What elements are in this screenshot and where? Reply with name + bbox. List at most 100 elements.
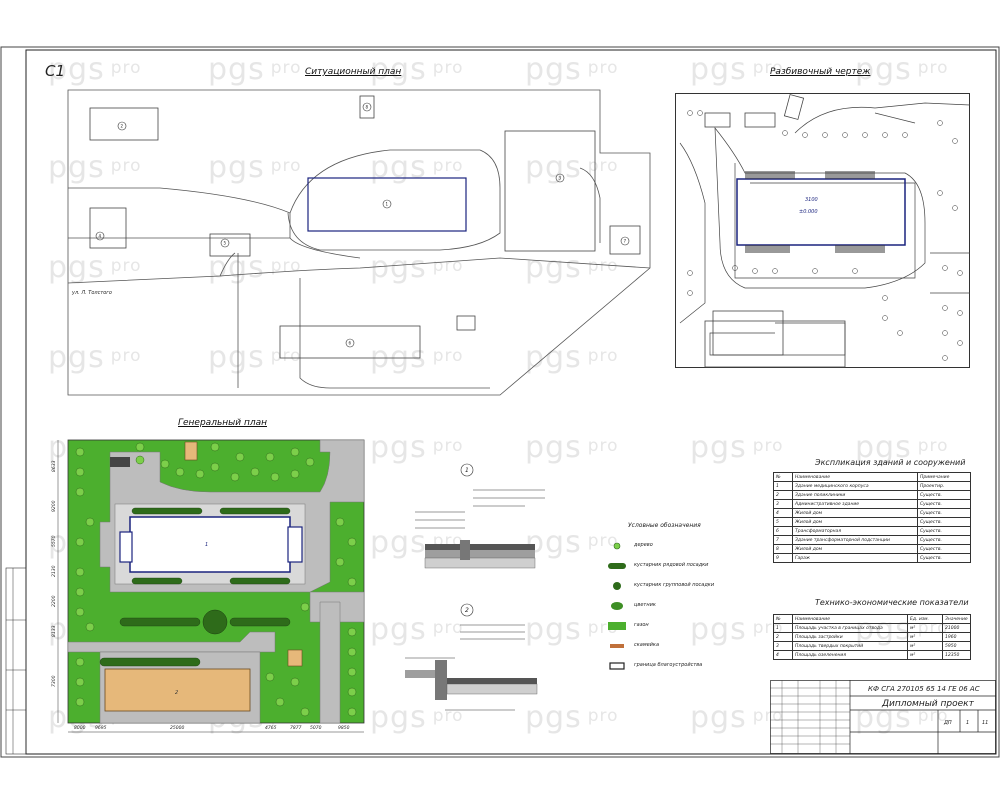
dimension-bottom: 5070 bbox=[310, 725, 322, 731]
title-block-code: КФ СГА 270105 65 14 ГЕ 06 АС bbox=[868, 685, 980, 693]
detail-node-1: 1 bbox=[465, 467, 469, 474]
dimension-left: 9200 bbox=[51, 500, 57, 512]
table-cell: 1 bbox=[773, 623, 793, 633]
table-cell: Существ. bbox=[917, 517, 971, 527]
table-cell: 3 bbox=[773, 641, 793, 651]
sheet-corner-label: С1 bbox=[45, 62, 66, 80]
table-cell: Существ. bbox=[917, 508, 971, 518]
flowerbed-legend-icon bbox=[611, 602, 623, 610]
table-cell: 2 bbox=[773, 632, 793, 642]
tree-legend-icon bbox=[613, 542, 621, 550]
table-cell: 5950 bbox=[942, 641, 971, 651]
dimension-bottom: 9695 bbox=[95, 725, 107, 731]
grading-plan: 3100 ±0.000 bbox=[675, 93, 970, 368]
title-block-sheets-total: 11 bbox=[982, 720, 988, 726]
bench-legend-icon bbox=[610, 644, 624, 648]
table-cell: Существ. bbox=[917, 535, 971, 545]
tep-title: Технико-экономические показатели bbox=[815, 598, 969, 607]
table-cell: 4 bbox=[773, 650, 793, 660]
table-cell: м² bbox=[907, 623, 943, 633]
legend-title: Условные обозначения bbox=[628, 522, 701, 529]
table-cell: Здание поликлиники bbox=[792, 490, 918, 500]
shrub-group-legend-icon bbox=[613, 582, 621, 590]
dimension-bottom: 8000 bbox=[74, 725, 86, 731]
grading-plan-title: Разбивочный чертеж bbox=[770, 67, 871, 77]
boundary-legend-icon bbox=[609, 662, 625, 670]
building-number: 3 bbox=[559, 176, 562, 181]
legend-label: кустарник групповой посадки bbox=[634, 582, 715, 588]
legend-item: кустарник групповой посадки bbox=[608, 580, 748, 594]
table-cell: Здание трансформаторной подстанции bbox=[792, 535, 918, 545]
table-header: Примечание bbox=[917, 472, 971, 482]
detail-sections: 1 2 bbox=[405, 463, 545, 711]
table-cell: 21000 bbox=[942, 623, 971, 633]
table-cell: 2 bbox=[773, 490, 793, 500]
table-cell: 6 bbox=[773, 526, 793, 536]
table-header-row: № Наименование Примечание bbox=[773, 472, 971, 482]
building-number: 5 bbox=[224, 241, 227, 246]
table-cell: 4 bbox=[773, 508, 793, 518]
table-cell: Существ. bbox=[917, 553, 971, 563]
table-cell: Существ. bbox=[917, 499, 971, 509]
building-number: 4 bbox=[99, 234, 102, 239]
existing-building-number: 2 bbox=[175, 690, 178, 696]
dimension-bottom: 4765 bbox=[265, 725, 277, 731]
legend-item: дерево bbox=[608, 540, 748, 554]
table-cell: Площадь застройки bbox=[792, 632, 908, 642]
table-header-row: № Наименование Ед. изм. Значение bbox=[773, 614, 971, 624]
title-block-stage: ДП bbox=[943, 720, 952, 726]
table-cell: 5 bbox=[773, 517, 793, 527]
table-cell: Площадь озеленения bbox=[792, 650, 908, 660]
title-block-project-type: Дипломный проект bbox=[881, 699, 975, 709]
table-cell: м² bbox=[907, 650, 943, 660]
dimension-left: 8133 bbox=[51, 625, 57, 637]
legend-label: скамейка bbox=[634, 642, 660, 648]
table-cell: 12350 bbox=[942, 650, 971, 660]
table-header: Наименование bbox=[792, 472, 918, 482]
situation-plan: 1 2 3 4 5 6 7 8 ул. Л. Толстого bbox=[67, 89, 651, 396]
general-plan-building-number: 1 bbox=[205, 542, 208, 548]
legend-label: газон bbox=[634, 622, 649, 628]
table-cell: Существ. bbox=[917, 490, 971, 500]
dimension-bottom: 7877 bbox=[290, 725, 302, 731]
table-cell: Здание медицинского корпуса bbox=[792, 481, 918, 491]
table-cell: 1960 bbox=[942, 632, 971, 642]
table-cell: Жилой дом bbox=[792, 508, 918, 518]
legend-label: кустарник рядовой посадки bbox=[634, 562, 709, 568]
building-number: 7 bbox=[624, 239, 627, 244]
elevation-mark: ±0.000 bbox=[799, 209, 818, 215]
title-block: КФ СГА 270105 65 14 ГЕ 06 АС Дипломный п… bbox=[770, 680, 996, 754]
table-cell: Гараж bbox=[792, 553, 918, 563]
dimension-left: 8633 bbox=[51, 460, 57, 472]
table-header: № bbox=[773, 472, 793, 482]
table-header: Ед. изм. bbox=[907, 614, 943, 624]
dimension-left: 5570 bbox=[51, 535, 57, 547]
table-cell: 1 bbox=[773, 481, 793, 491]
table-cell: 7 bbox=[773, 535, 793, 545]
street-label: ул. Л. Толстого bbox=[71, 290, 112, 296]
table-cell: Площадь участка в границах отвода bbox=[792, 623, 908, 633]
building-number: 1 bbox=[386, 202, 389, 207]
table-header: № bbox=[773, 614, 793, 624]
detail-node-2: 2 bbox=[465, 607, 469, 614]
lawn-legend-icon bbox=[608, 622, 626, 630]
table-cell: Проектир. bbox=[917, 481, 971, 491]
dimension-bottom: 9850 bbox=[338, 725, 350, 731]
table-cell: Существ. bbox=[917, 544, 971, 554]
dimension-left: 2130 bbox=[51, 565, 57, 577]
table-cell: Административное здание bbox=[792, 499, 918, 509]
legend-label: граница благоустройства bbox=[634, 662, 703, 668]
building-number: 2 bbox=[121, 124, 124, 129]
legend-item: газон bbox=[608, 620, 748, 634]
table-header: Наименование bbox=[792, 614, 908, 624]
